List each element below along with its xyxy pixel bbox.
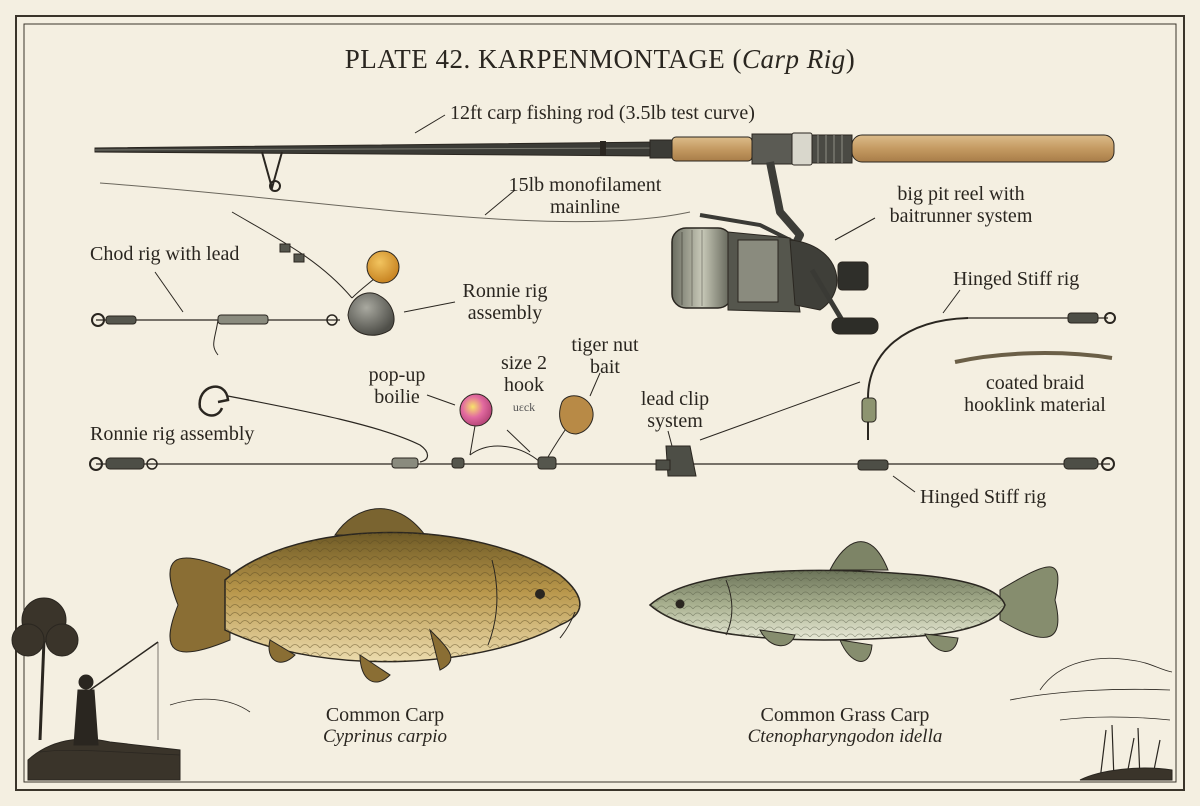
label-rod: 12ft carp fishing rod (3.5lb test curve)	[450, 102, 755, 124]
reeds-vignette	[1009, 657, 1173, 781]
label-hook-line2: hook	[504, 374, 544, 396]
label-tiger-nut-line1: tiger nut	[571, 334, 639, 356]
plate-title-italic: Carp Rig	[742, 44, 846, 74]
plate-title-main: PLATE 42. KARPENMONTAGE (	[344, 44, 743, 74]
caption-common-carp: Common Carp Cyprinus carpio	[290, 704, 480, 748]
common-carp-scientific: Cyprinus carpio	[322, 726, 448, 747]
main-rig-line	[89, 317, 1115, 477]
popup-boilie	[459, 393, 493, 427]
angler-vignette	[11, 597, 251, 781]
label-mainline-line1: 15lb monofilament	[508, 174, 662, 196]
label-hook-line3: uεck	[512, 400, 536, 414]
label-reel-line1: big pit reel with	[897, 183, 1025, 205]
label-reel: big pit reel with baitrunner system	[866, 183, 1056, 227]
label-lead-clip: lead clip system	[625, 388, 725, 432]
grass-carp-name: Common Grass Carp	[760, 704, 930, 726]
lead-weight	[347, 292, 395, 336]
reel	[671, 161, 879, 335]
rod	[94, 132, 1115, 192]
label-tiger-nut-line2: bait	[590, 356, 620, 378]
grass-carp-scientific: Ctenopharyngodon idella	[747, 726, 943, 747]
label-mainline: 15lb monofilament mainline	[480, 174, 690, 218]
tiger-nut	[559, 395, 594, 435]
label-tiger-nut: tiger nut bait	[555, 334, 655, 378]
common-carp	[169, 508, 581, 683]
label-braid: coated braid hooklink material	[945, 372, 1125, 416]
plate-frame	[15, 15, 1185, 791]
common-carp-name: Common Carp	[325, 704, 445, 726]
plate-title-close: )	[845, 44, 856, 74]
label-hinged-bottom: Hinged Stiff rig	[920, 486, 1047, 508]
label-reel-line2: baitrunner system	[889, 205, 1033, 227]
mainline	[99, 182, 691, 223]
label-mainline-line2: mainline	[550, 196, 620, 218]
label-hook-line1: size 2	[500, 352, 548, 374]
plate-title: PLATE 42. KARPENMONTAGE (Carp Rig)	[0, 44, 1200, 75]
label-braid-line1: coated braid	[985, 372, 1085, 394]
chod-boilie	[366, 250, 400, 284]
label-popup-boilie: pop-up boilie	[352, 364, 442, 408]
label-ronnie-top-line1: Ronnie rig	[462, 280, 548, 302]
label-lead-clip-line1: lead clip	[640, 388, 710, 410]
coated-braid-sample	[954, 351, 1113, 364]
caption-grass-carp: Common Grass Carp Ctenopharyngodon idell…	[715, 704, 975, 748]
label-hook: size 2 hook uεck	[488, 352, 560, 418]
label-ronnie-left: Ronnie rig assembly	[90, 423, 255, 445]
hinged-stiff-rig-top	[968, 312, 1116, 324]
label-popup-line2: boilie	[374, 386, 420, 408]
label-ronnie-top-line2: assembly	[467, 302, 543, 324]
label-popup-line1: pop-up	[368, 364, 426, 386]
label-chod-rig: Chod rig with lead	[90, 243, 240, 265]
leader-lines	[154, 114, 961, 493]
label-lead-clip-line2: system	[647, 410, 703, 432]
label-hinged-top: Hinged Stiff rig	[953, 268, 1080, 290]
chod-rig	[91, 211, 381, 356]
label-ronnie-top: Ronnie rig assembly	[445, 280, 565, 324]
grass-carp	[648, 541, 1059, 662]
label-braid-line2: hooklink material	[964, 394, 1106, 416]
